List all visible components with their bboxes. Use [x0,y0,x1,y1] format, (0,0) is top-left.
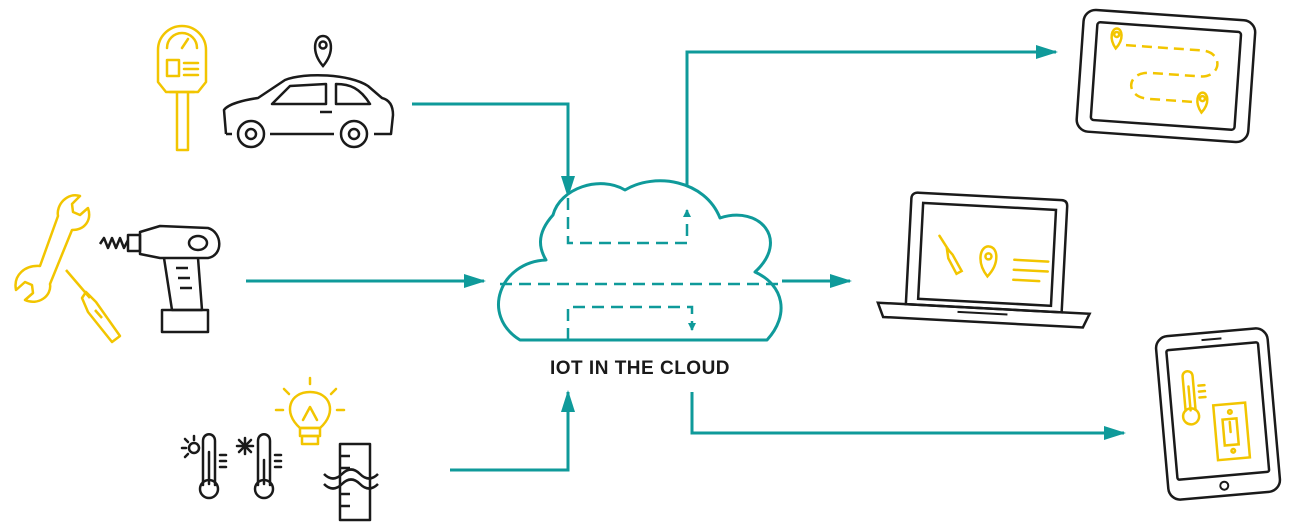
phone-sensor-icon [1154,327,1282,501]
water-level-gauge-icon [323,442,379,522]
flow-lines [246,45,1126,472]
cold-thermometer-icon [235,433,283,500]
tablet-route-map-icon [1075,8,1257,144]
cloud-to-tablet-arrow [685,45,1058,186]
cloud-icon [497,179,783,342]
wrench-icon [14,194,91,303]
cloud-label: IOT IN THE CLOUD [549,358,731,379]
map-pin-icon [313,34,333,68]
power-drill-icon [98,224,221,334]
laptop-dashboard-icon [876,191,1092,329]
parking-meter-icon [156,24,208,152]
car-to-cloud-arrow [412,102,575,198]
home-to-cloud-arrow [450,390,575,472]
hot-thermometer-icon [180,433,228,500]
screwdriver-icon [65,269,122,344]
cloud-to-phone-arrow [690,392,1126,440]
car-icon [222,73,395,149]
light-bulb-icon [274,376,346,446]
